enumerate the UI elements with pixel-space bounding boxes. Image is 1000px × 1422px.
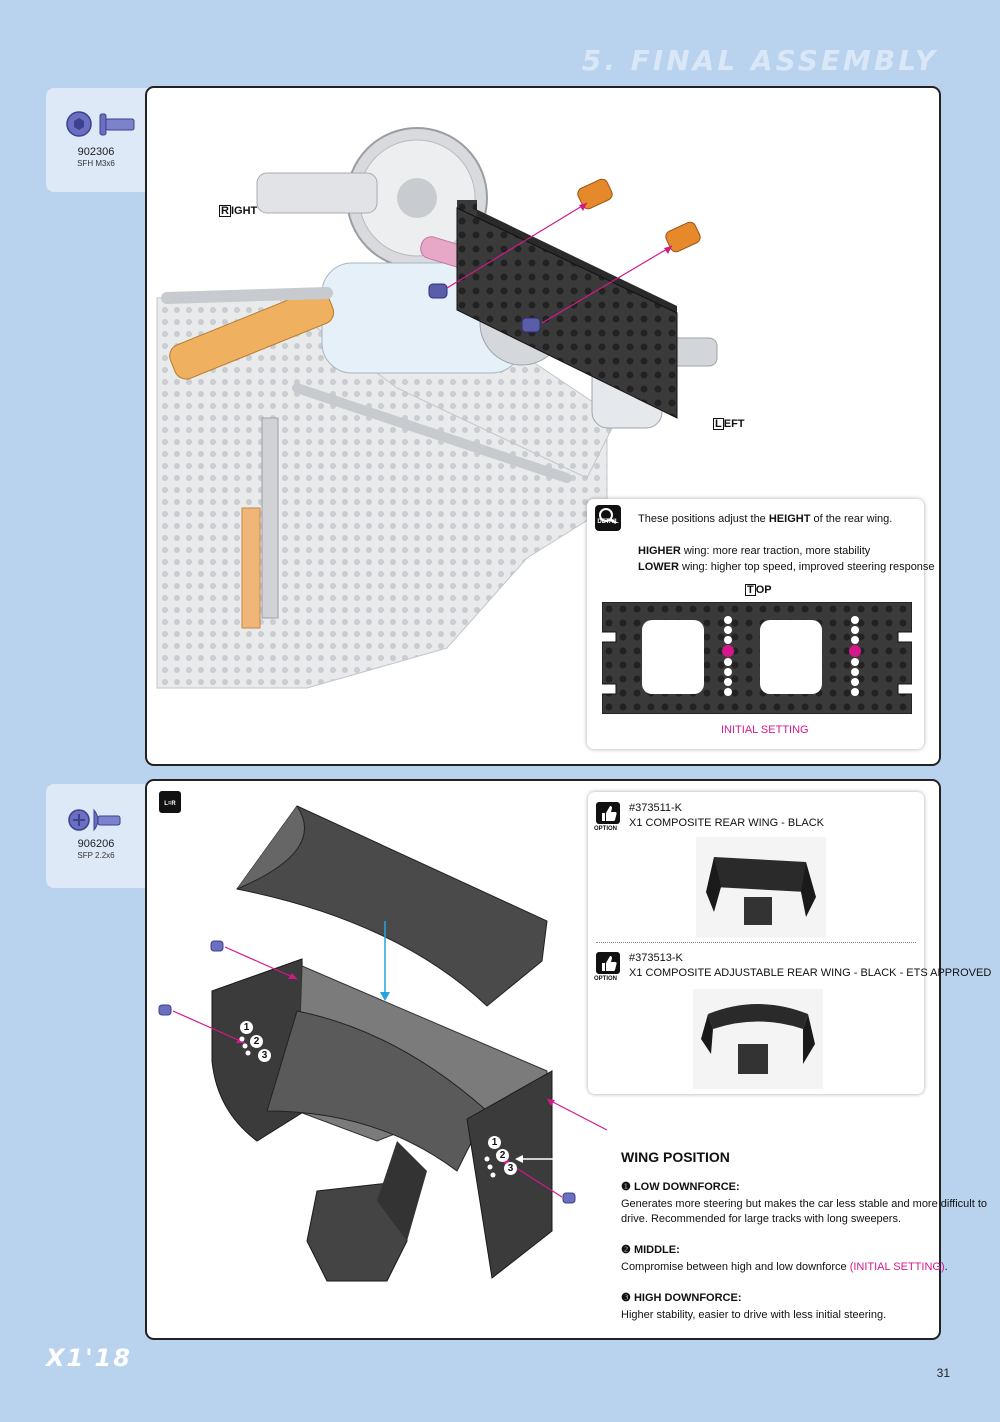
detail-box: DETAIL These positions adjust the HEIGHT… [587, 499, 935, 749]
page-number: 31 [936, 1366, 950, 1380]
step2-panel: L=R [145, 779, 991, 1340]
option-code: #373513-K [629, 952, 683, 964]
thumbs-up-icon [596, 802, 620, 824]
option-badge: OPTION [594, 976, 618, 982]
wing-position-middle-title: ❷ MIDDLE: [621, 1244, 680, 1256]
marker-right-1: 1 [488, 1136, 501, 1149]
wing-position-low-title: ❶ LOW DOWNFORCE: [621, 1181, 740, 1193]
initial-setting-marker-left [722, 645, 734, 657]
part-desc: SFP 2.2x6 [77, 851, 115, 860]
option-badge: OPTION [594, 826, 618, 832]
marker-left-1: 1 [240, 1021, 253, 1034]
part-tab-902306: 902306 SFH M3x6 [46, 88, 158, 192]
option-divider [596, 942, 916, 943]
option-name: X1 COMPOSITE REAR WING - BLACK [629, 817, 824, 829]
thumbs-up-icon [596, 952, 620, 974]
option-box: OPTION #373511-K X1 COMPOSITE REAR WING … [588, 792, 991, 1094]
wing-position-middle-desc: Compromise between high and low downforc… [621, 1261, 948, 1273]
part-code: 906206 [77, 838, 115, 850]
part-code: 902306 [77, 146, 115, 158]
part-tab-906206: 906206 SFP 2.2x6 [46, 784, 158, 888]
detail-badge: DETAIL [597, 519, 619, 525]
left-right-same-badge: L=R [159, 791, 181, 813]
wing-position-high-desc: Higher stability, easier to drive with l… [621, 1309, 887, 1321]
marker-left-2: 2 [250, 1035, 263, 1048]
wing-position-title: WING POSITION [621, 1149, 730, 1165]
screw-icon [66, 111, 135, 137]
detail-magnifier-icon [595, 505, 621, 531]
wing-position-high-title: ❸ HIGH DOWNFORCE: [621, 1292, 742, 1304]
initial-setting-marker-right [849, 645, 861, 657]
marker-right-2: 2 [496, 1149, 509, 1162]
wing-position-low-desc-2: drive. Recommended for large tracks with… [621, 1213, 902, 1225]
part-desc: SFH M3x6 [77, 159, 115, 168]
detail-higher: HIGHER wing: more rear traction, more st… [638, 545, 871, 557]
option-code: #373511-K [629, 802, 683, 814]
option-name: X1 COMPOSITE ADJUSTABLE REAR WING - BLAC… [629, 967, 992, 979]
screw-icon [68, 808, 121, 832]
marker-left-3: 3 [258, 1049, 271, 1062]
x1-18-logo: X1'18 [46, 1344, 132, 1372]
wing-position-low-desc: Generates more steering but makes the ca… [621, 1198, 988, 1210]
rear-wing-illustration [158, 805, 607, 1282]
initial-setting-label: INITIAL SETTING [721, 724, 809, 736]
section-title: 5. FINAL ASSEMBLY [581, 44, 938, 77]
detail-line1: These positions adjust the HEIGHT of the… [638, 513, 893, 525]
wing-mount-plate-diagram [602, 602, 912, 714]
composite-rear-wing-photo [696, 837, 826, 937]
composite-adjustable-rear-wing-photo [693, 989, 823, 1089]
detail-lower: LOWER wing: higher top speed, improved s… [638, 561, 935, 573]
rear-end-assembly-illustration [156, 127, 718, 689]
marker-right-3: 3 [504, 1162, 517, 1175]
